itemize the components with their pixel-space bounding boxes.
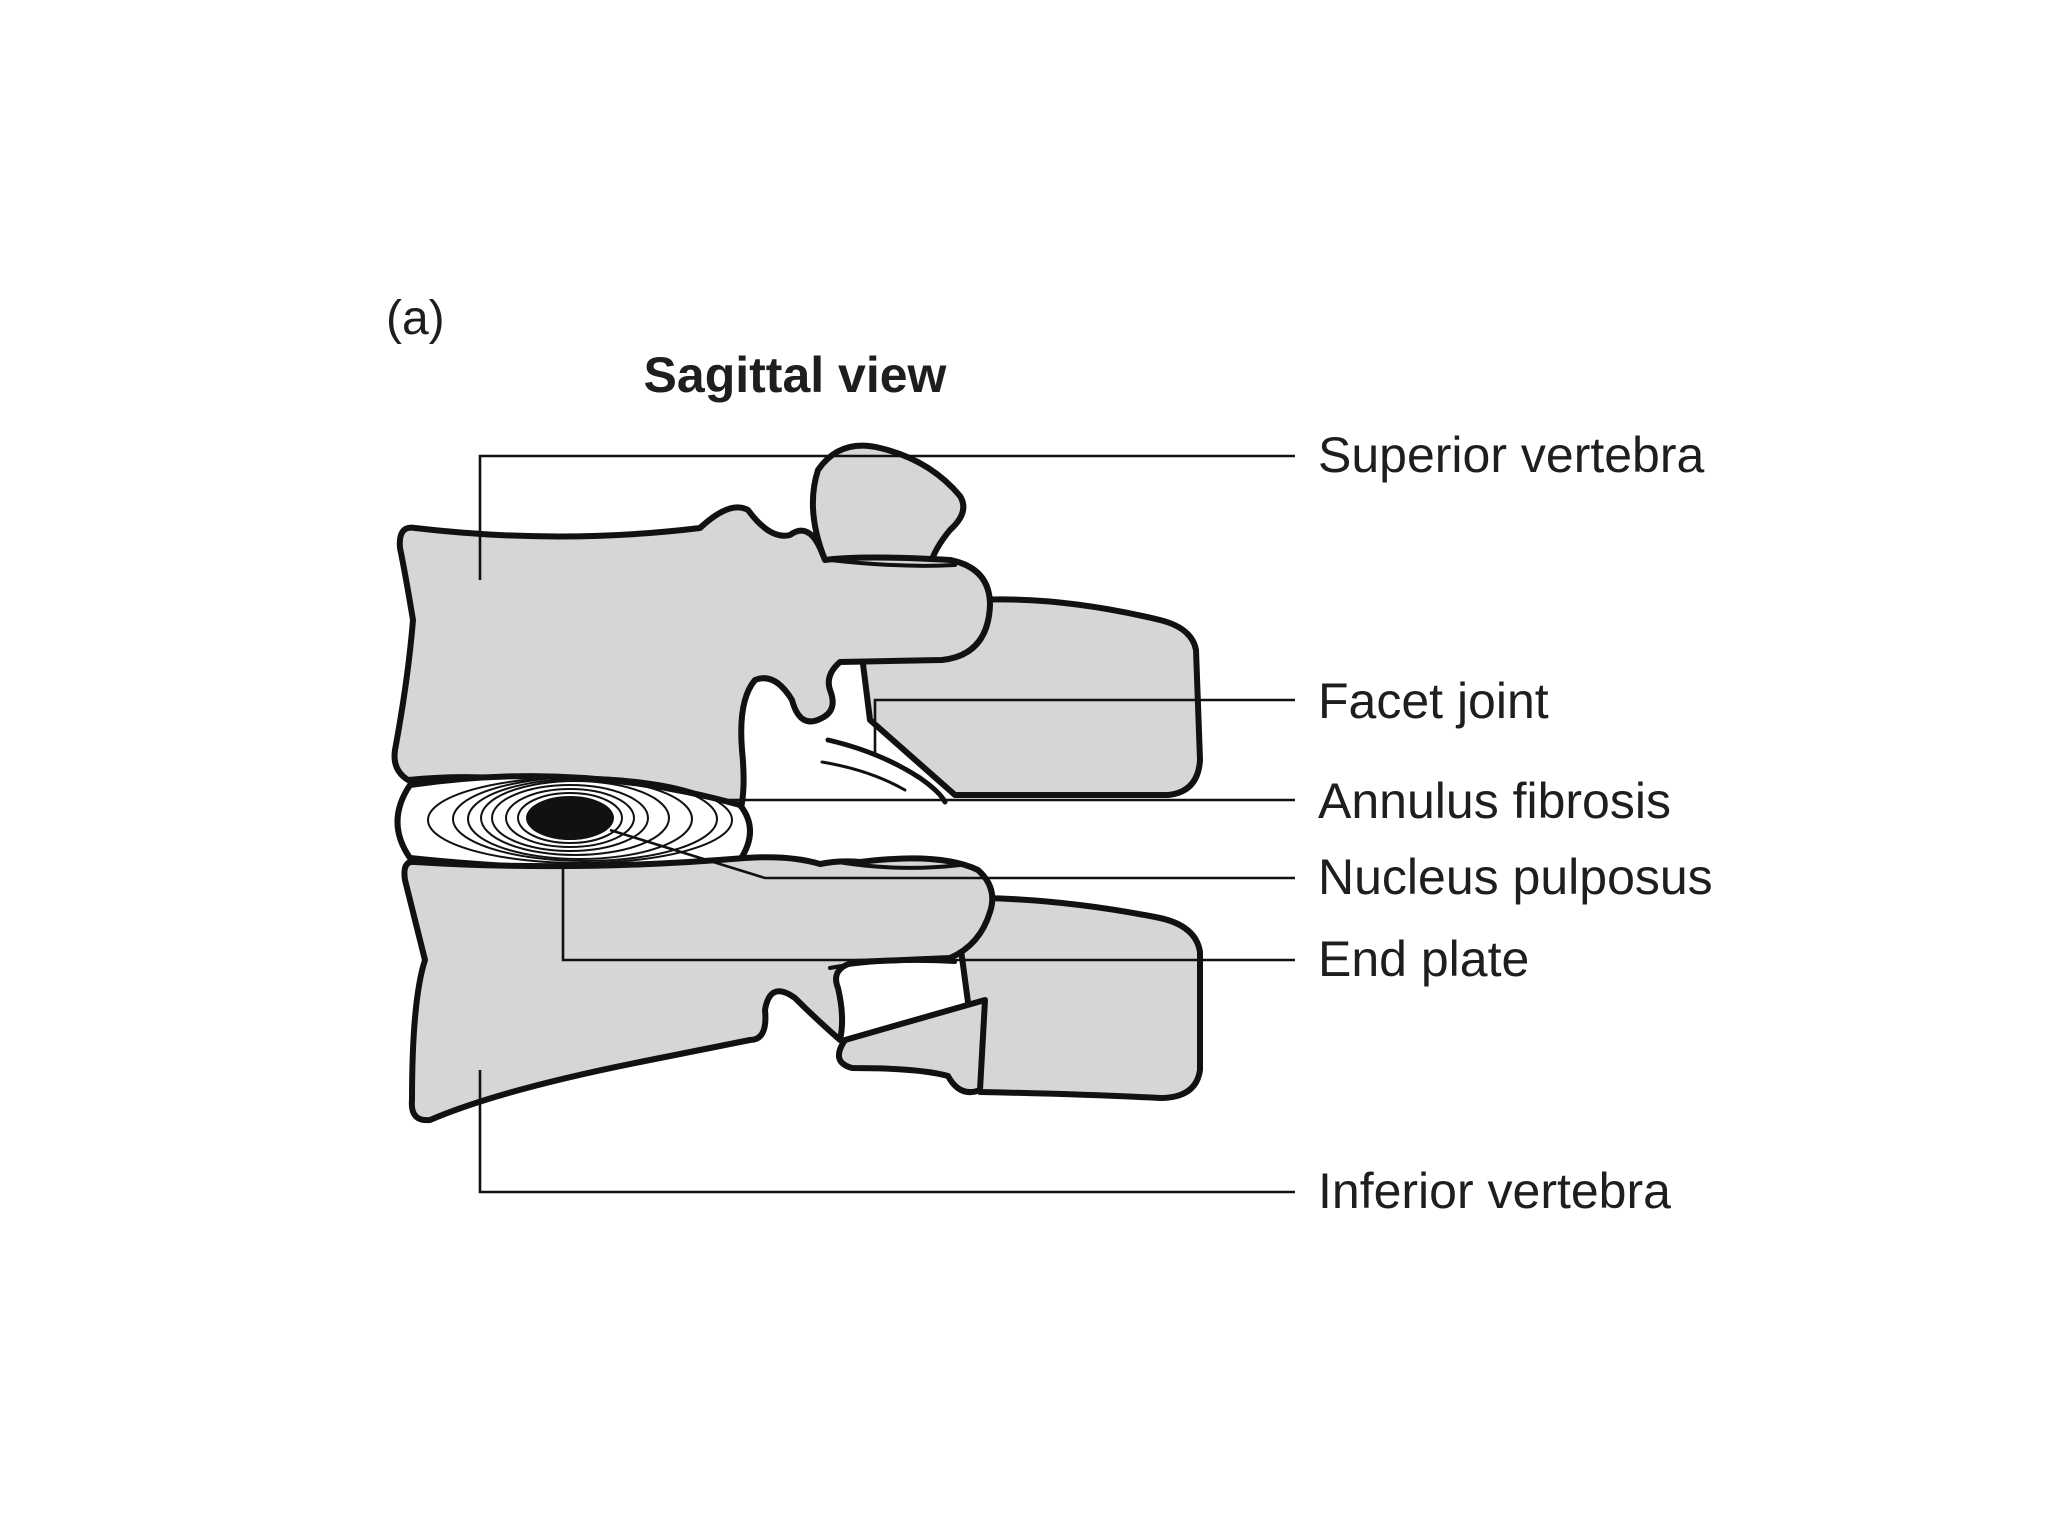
facet-joint-surface xyxy=(825,737,948,805)
label-facet-joint: Facet joint xyxy=(1318,673,1549,729)
inferior-spinous-process xyxy=(952,895,1203,1101)
superior-vertebral-body xyxy=(391,504,993,841)
leader-superior-vertebra xyxy=(478,454,1295,580)
inferior-vertebra xyxy=(401,854,1203,1124)
label-end-plate: End plate xyxy=(1318,931,1529,987)
label-superior-vertebra: Superior vertebra xyxy=(1318,427,1704,483)
label-annulus-fibrosis: Annulus fibrosis xyxy=(1318,773,1671,829)
panel-label: (a) xyxy=(386,292,445,345)
nucleus-pulposus xyxy=(526,796,614,840)
leader-inferior-vertebra xyxy=(478,1070,1295,1194)
lamina-line xyxy=(828,958,957,970)
superior-articular-process xyxy=(809,442,967,568)
label-inferior-vertebra: Inferior vertebra xyxy=(1318,1163,1671,1219)
diagram-title: Sagittal view xyxy=(644,347,947,403)
superior-vertebra xyxy=(391,442,1203,841)
inferior-pedicle-line xyxy=(836,860,962,870)
label-nucleus-pulposus: Nucleus pulposus xyxy=(1318,849,1713,905)
superior-pedicle-line xyxy=(828,558,957,568)
leader-nucleus-pulposus xyxy=(609,828,1295,880)
inferior-articular-process xyxy=(835,997,988,1096)
inferior-vertebral-body xyxy=(401,854,996,1124)
leader-end-plate xyxy=(561,862,1295,962)
facet-joint-capsule xyxy=(820,760,907,792)
leader-lines xyxy=(478,454,1295,1194)
leader-facet-joint xyxy=(873,698,1295,755)
